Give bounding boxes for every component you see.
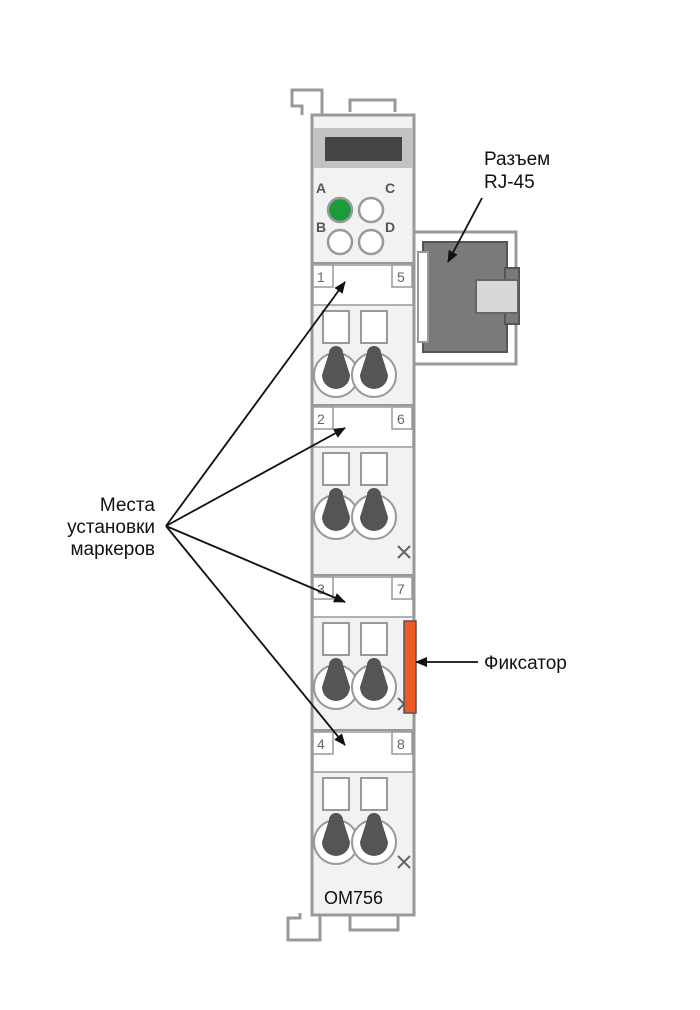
marker-arrow-3 (165, 525, 346, 603)
slot-number-box-right-1 (391, 264, 413, 288)
led-indicator-icon-c (357, 196, 385, 224)
slot-number-left-3: 3 (317, 581, 325, 597)
terminal-opening-right-3 (360, 622, 388, 656)
connector-arrow (447, 197, 483, 263)
slot-number-box-right-2 (391, 406, 413, 430)
led-indicator-icon-a (326, 196, 354, 224)
terminal-opening-right-1 (360, 310, 388, 344)
slot-number-right-4: 8 (397, 736, 405, 752)
slot-number-box-left-1 (312, 264, 334, 288)
slot-number-box-left-4 (312, 731, 334, 755)
markers-label-line3: маркеров (70, 539, 155, 560)
release-mark-icon-2 (397, 545, 411, 559)
bottom-rail-clip (286, 913, 400, 942)
connector-label-line1: Разъем (484, 149, 550, 170)
release-mark-icon-4 (397, 855, 411, 869)
spring-terminal-icon-4a (322, 813, 350, 856)
led-indicator-icon-d (357, 228, 385, 256)
terminal-opening-left-1 (322, 310, 350, 344)
led-label-c: C (385, 180, 395, 196)
led-label-b: B (316, 219, 326, 235)
terminal-slots: 1 5 2 6 3 7 4 8 (312, 262, 414, 869)
slot-number-box-right-4 (391, 731, 413, 755)
slot-number-left-2: 2 (317, 411, 325, 427)
markers-label-line1: Места (100, 495, 156, 516)
marker-arrow-2 (165, 427, 346, 527)
spring-terminal-icon-2b (360, 488, 388, 531)
top-rail-clip (290, 88, 397, 115)
slot-number-left-4: 4 (317, 736, 325, 752)
markers-label-line2: установки (67, 517, 155, 538)
led-group: A C B D (316, 180, 395, 256)
led-indicator-icon-b (326, 228, 354, 256)
spring-terminal-icon-1b (360, 346, 388, 389)
terminal-opening-right-2 (360, 452, 388, 486)
slot-number-right-1: 5 (397, 269, 405, 285)
slot-number-left-1: 1 (317, 269, 325, 285)
slot-number-right-2: 6 (397, 411, 405, 427)
terminal-opening-left-4 (322, 777, 350, 811)
marker-arrow-1 (165, 281, 346, 527)
terminal-opening-right-4 (360, 777, 388, 811)
marker-arrow-4 (165, 525, 346, 746)
model-label: OM756 (324, 888, 383, 908)
rj45-connector-icon (412, 230, 520, 366)
spring-terminal-icon-3b (360, 658, 388, 701)
led-label-d: D (385, 219, 395, 235)
terminal-opening-left-2 (322, 452, 350, 486)
slot-number-box-right-3 (391, 576, 413, 600)
led-label-a: A (316, 180, 326, 196)
spring-terminal-icon-1a (322, 346, 350, 389)
label-window (325, 137, 402, 161)
slot-number-box-left-2 (312, 406, 334, 430)
spring-terminal-icon-4b (360, 813, 388, 856)
connector-label-line2: RJ-45 (484, 172, 535, 193)
latch (403, 620, 417, 714)
slot-number-right-3: 7 (397, 581, 405, 597)
spring-terminal-icon-2a (322, 488, 350, 531)
latch-label: Фиксатор (484, 653, 567, 674)
terminal-opening-left-3 (322, 622, 350, 656)
spring-terminal-icon-3a (322, 658, 350, 701)
